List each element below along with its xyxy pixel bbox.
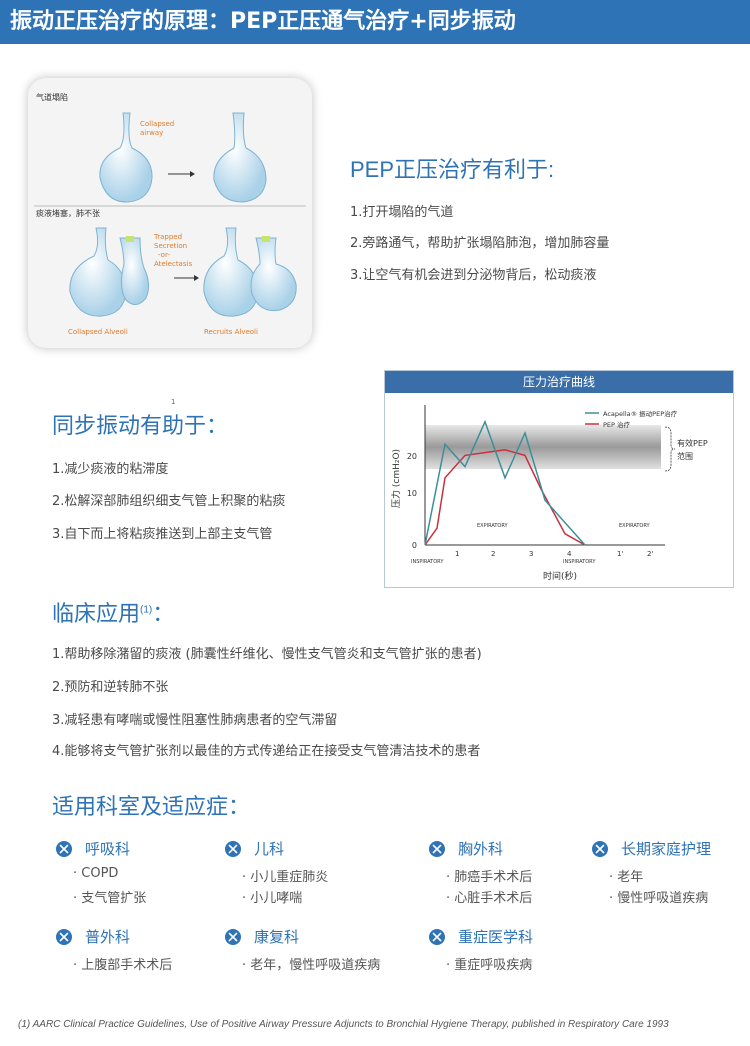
x-tick-2p: 2' <box>647 550 653 558</box>
legend-acapella: Acapella® 振动PEP治疗 <box>603 409 678 418</box>
effective-band <box>425 425 661 469</box>
airway-illustration: 气道塌陷 痰液堵塞，肺不张 Collapsed airway Trapped S… <box>28 78 312 348</box>
label-trapped-2: Secretion <box>154 242 187 250</box>
y-tick-0: 0 <box>412 541 417 550</box>
airway-diagram: 气道塌陷 痰液堵塞，肺不张 Collapsed airway Trapped S… <box>34 92 306 336</box>
label-trapped-4: Atelectasis <box>154 260 192 268</box>
vibration-item-1: 1.减少痰液的粘滞度 <box>52 462 169 477</box>
clinical-colon: ： <box>152 601 175 626</box>
legend-pep: PEP 治疗 <box>603 420 631 429</box>
label-collapsed-alveoli: Collapsed Alveoli <box>68 328 128 336</box>
clinical-heading-text: 临床应用 <box>52 601 141 626</box>
y-tick-10: 10 <box>407 489 417 498</box>
expiratory-label-2: EXPIRATORY <box>619 523 651 529</box>
chart-ylabel: 压力 (cmH₂O) <box>390 449 402 508</box>
dept-item-home-care-2: · 慢性呼吸道疾病 <box>609 891 709 906</box>
page-title: 振动正压治疗的原理：PEP正压通气治疗+同步振动 <box>0 0 750 44</box>
label-collapse: 气道塌陷 <box>36 92 68 102</box>
x-tick-1p: 1' <box>617 550 623 558</box>
vibration-heading: 同步振动有助于： <box>52 408 228 440</box>
footnote: (1) AARC Clinical Practice Guidelines, U… <box>18 1019 669 1030</box>
dept-item-icu-1: · 重症呼吸疾病 <box>446 958 533 973</box>
dept-name-general-surgery: 普外科 <box>85 928 131 946</box>
dept-item-general-surgery-1: · 上腹部手术术后 <box>73 958 173 973</box>
pep-item-3: 3.让空气有机会进到分泌物背后，松动痰液 <box>350 268 597 283</box>
dept-item-thoracic-surgery-1: · 肺癌手术术后 <box>446 870 533 885</box>
dept-name-respiratory: 呼吸科 <box>85 840 131 858</box>
dept-name-home-care: 长期家庭护理 <box>621 840 712 858</box>
dept-icon-rehabilitation <box>224 928 242 946</box>
dept-item-pediatrics-2: · 小儿哮喘 <box>242 891 303 906</box>
series-line-pep <box>424 449 586 546</box>
dept-icon-pediatrics <box>224 840 242 858</box>
clinical-superscript: (1) <box>140 604 153 616</box>
dept-item-respiratory-1: · COPD <box>73 866 119 881</box>
inspiratory-label-2: INSPIRATORY <box>563 559 596 565</box>
clinical-item-1: 1.帮助移除潴留的痰液 (肺囊性纤维化、慢性支气管炎和支气管扩张的患者) <box>52 647 482 662</box>
dept-icon-respiratory <box>55 840 73 858</box>
dept-name-icu: 重症医学科 <box>458 928 534 946</box>
x-tick-4: 4 <box>567 550 572 558</box>
vibration-item-3: 3.自下而上将粘痰推送到上部主支气管 <box>52 527 273 542</box>
expiratory-label-1: EXPIRATORY <box>477 523 509 529</box>
dept-name-pediatrics: 儿科 <box>254 840 285 858</box>
band-brace <box>664 426 676 472</box>
dept-item-thoracic-surgery-2: · 心脏手术术后 <box>446 891 533 906</box>
departments-heading: 适用科室及适应症： <box>52 794 251 819</box>
label-recruits-alveoli: Recruits Alveoli <box>204 328 258 336</box>
dept-icon-home-care <box>591 840 609 858</box>
vibration-heading-text: 同步振动有助于： <box>52 413 229 438</box>
series-group <box>424 419 586 546</box>
clinical-item-3: 3.减轻患有哮喘或慢性阻塞性肺病患者的空气滞留 <box>52 713 338 728</box>
dept-name-rehabilitation: 康复科 <box>254 928 300 946</box>
chart-xlabel: 时间(秒) <box>543 570 577 582</box>
dept-name-thoracic-surgery: 胸外科 <box>458 840 504 858</box>
dept-icon-thoracic-surgery <box>428 840 446 858</box>
chart-plot: 压力 (cmH₂O) 0 10 20 1 2 3 4 1' 2' INSPIRA… <box>390 405 708 582</box>
dept-item-rehabilitation-1: · 老年，慢性呼吸道疾病 <box>242 958 381 973</box>
pep-item-2: 2.旁路通气，帮助扩张塌陷肺泡，增加肺容量 <box>350 236 610 251</box>
dept-item-home-care-1: · 老年 <box>609 870 644 885</box>
clinical-heading: 临床应用(1)： <box>52 596 174 628</box>
band-label-2: 范围 <box>677 451 693 461</box>
label-collapsed-airway-2: airway <box>140 129 163 137</box>
pressure-chart: 压力治疗曲线 压力 (cmH₂O) 0 10 20 1 2 3 4 1' 2' … <box>384 370 734 588</box>
pep-heading: PEP正压治疗有利于: <box>350 157 555 182</box>
series-line-acapella <box>424 419 586 546</box>
x-tick-1: 1 <box>455 550 459 558</box>
clinical-item-4: 4.能够将支气管扩张剂以最佳的方式传递给正在接受支气管清洁技术的患者 <box>52 744 481 759</box>
chart-header: 压力治疗曲线 <box>385 371 733 393</box>
label-blocked: 痰液堵塞，肺不张 <box>36 208 100 218</box>
y-tick-20: 20 <box>407 452 417 461</box>
clinical-item-2: 2.预防和逆转肺不张 <box>52 680 169 695</box>
label-trapped-1: Trapped <box>153 233 182 241</box>
label-trapped-3: -or- <box>158 251 170 259</box>
vibration-item-2: 2.松解深部肺组织细支气管上积聚的粘痰 <box>52 494 286 509</box>
x-tick-2: 2 <box>491 550 495 558</box>
dept-icon-general-surgery <box>55 928 73 946</box>
pep-item-1: 1.打开塌陷的气道 <box>350 205 454 220</box>
dept-icon-icu <box>428 928 446 946</box>
band-label-1: 有效PEP <box>677 438 708 448</box>
dept-item-pediatrics-1: · 小儿重症肺炎 <box>242 870 329 885</box>
vibration-superscript: 1 <box>171 398 176 406</box>
x-tick-3: 3 <box>529 550 533 558</box>
label-collapsed-airway-1: Collapsed <box>140 120 174 128</box>
inspiratory-label-1: INSPIRATORY <box>411 559 444 565</box>
dept-item-respiratory-2: · 支气管扩张 <box>73 891 147 906</box>
